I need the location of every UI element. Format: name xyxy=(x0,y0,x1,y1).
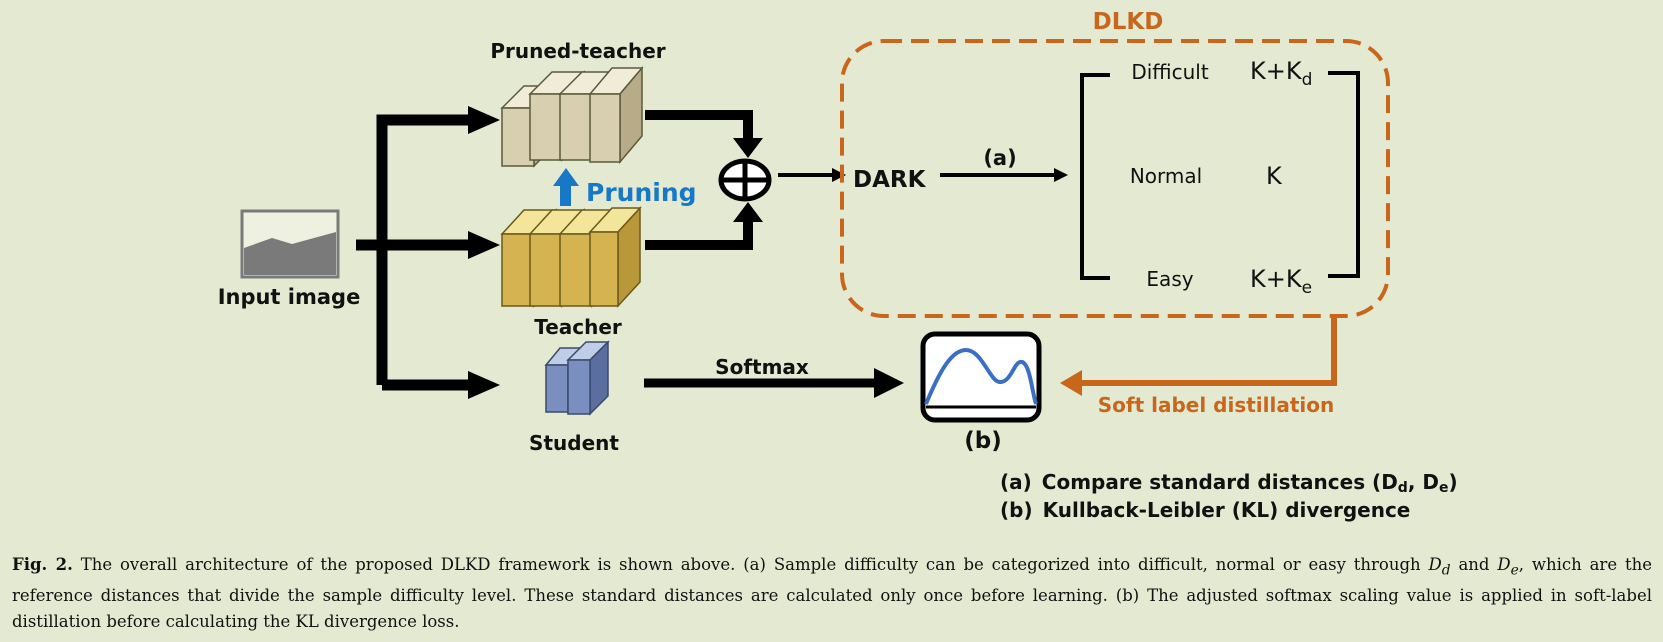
legend-a: (a)Compare standard distances (Dd, De) xyxy=(1000,470,1458,496)
level-normal-k: K xyxy=(1266,162,1283,190)
right-bracket xyxy=(1328,71,1360,278)
level-easy-label: Easy xyxy=(1146,267,1193,291)
merge-arrows xyxy=(645,110,753,250)
caption-label: Fig. 2. xyxy=(12,555,73,574)
caption-dd: Dd xyxy=(1428,555,1451,579)
teacher-label: Teacher xyxy=(534,315,622,339)
soft-label-distillation-arrowhead xyxy=(1060,370,1082,396)
legend-b: (b)Kullback-Leibler (KL) divergence xyxy=(1000,498,1410,522)
architecture-diagram: Input image Pruned-teacher Pruning Teach… xyxy=(218,9,1458,522)
pruned-teacher-label: Pruned-teacher xyxy=(490,39,665,63)
input-branch-arrows xyxy=(356,114,470,391)
caption-and: and xyxy=(1450,555,1498,574)
softmax-label: Softmax xyxy=(715,355,809,379)
caption-part-2: , which are the reference distances that… xyxy=(12,555,1652,632)
dark-label: DARK xyxy=(853,167,927,193)
combine-node-icon xyxy=(718,158,772,202)
pruning-arrow-icon xyxy=(553,168,579,206)
figure-caption: Fig. 2. The overall architecture of the … xyxy=(12,552,1652,635)
level-difficult-label: Difficult xyxy=(1131,60,1209,84)
branch-arrowheads xyxy=(468,106,500,399)
soft-label-distillation-label: Soft label distillation xyxy=(1098,393,1335,417)
pruning-label: Pruning xyxy=(586,178,697,207)
input-image-icon xyxy=(240,209,340,279)
soft-label-distillation-arrow xyxy=(1076,318,1337,386)
dlkd-label: DLKD xyxy=(1093,9,1164,35)
level-difficult-k: K+Kd xyxy=(1250,57,1312,90)
student-layers xyxy=(544,340,610,416)
b-marker: (b) xyxy=(964,428,1002,454)
input-image-label: Input image xyxy=(218,285,361,309)
softmax-arrowhead xyxy=(874,368,904,398)
left-bracket xyxy=(1080,73,1110,280)
dlkd-box xyxy=(840,39,1390,318)
level-normal-label: Normal xyxy=(1130,164,1202,188)
arrowhead-to-dark xyxy=(832,168,846,182)
a-marker: (a) xyxy=(983,146,1016,170)
merge-arrowheads xyxy=(733,138,763,222)
caption-de: De xyxy=(1497,555,1519,579)
pruned-teacher-layers xyxy=(500,65,644,168)
arrowhead-to-levels xyxy=(1054,168,1068,182)
distribution-icon xyxy=(920,331,1042,423)
caption-part-1: The overall architecture of the proposed… xyxy=(72,555,1429,574)
teacher-layers xyxy=(500,206,642,308)
student-label: Student xyxy=(529,431,619,455)
level-easy-k: K+Ke xyxy=(1250,265,1312,298)
